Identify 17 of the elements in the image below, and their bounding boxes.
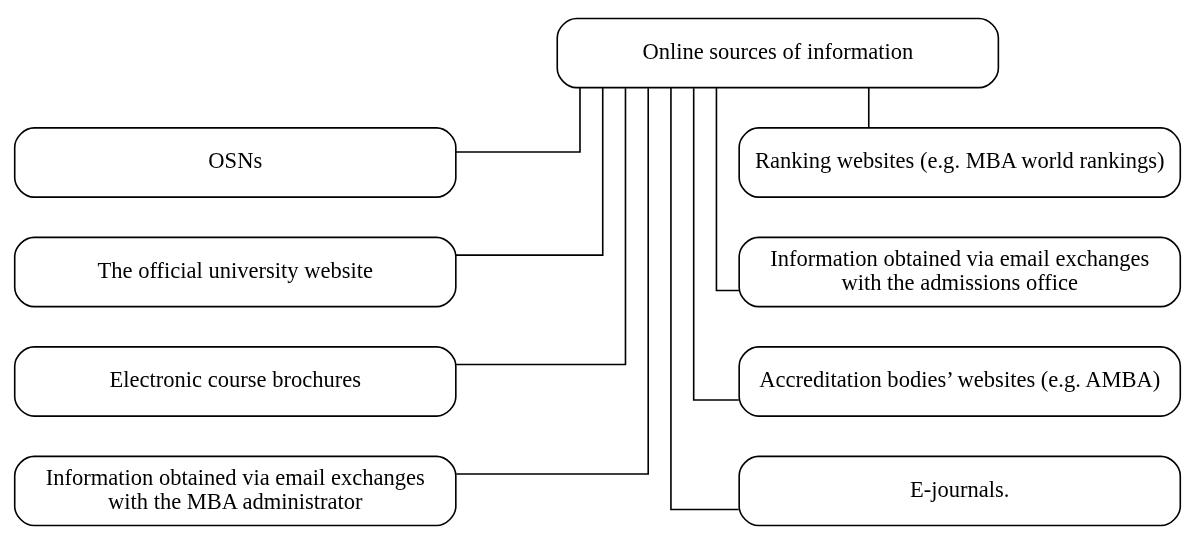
node-box: E-journals. — [738, 455, 1182, 527]
node-box: OSNs — [13, 127, 457, 198]
node-box: Information obtained via email exchanges with the admissions office — [738, 236, 1182, 308]
node-box: The official university website — [13, 236, 457, 308]
connector — [715, 87, 740, 292]
node-box: Electronic course brochures — [13, 346, 457, 417]
connector — [692, 87, 740, 401]
node-box: Online sources of information — [556, 17, 1000, 89]
connector — [455, 87, 627, 366]
connector — [455, 86, 604, 256]
node-box: Ranking websites (e.g. MBA world rankings) — [738, 127, 1182, 198]
connector — [455, 86, 581, 153]
node-box: Information obtained via email exchanges with the MBA administrator — [13, 455, 457, 527]
node-box: Accreditation bodies’ websites (e.g. AMBA) — [738, 346, 1182, 417]
connector — [455, 87, 649, 475]
connector — [670, 87, 740, 511]
connector — [867, 86, 870, 129]
